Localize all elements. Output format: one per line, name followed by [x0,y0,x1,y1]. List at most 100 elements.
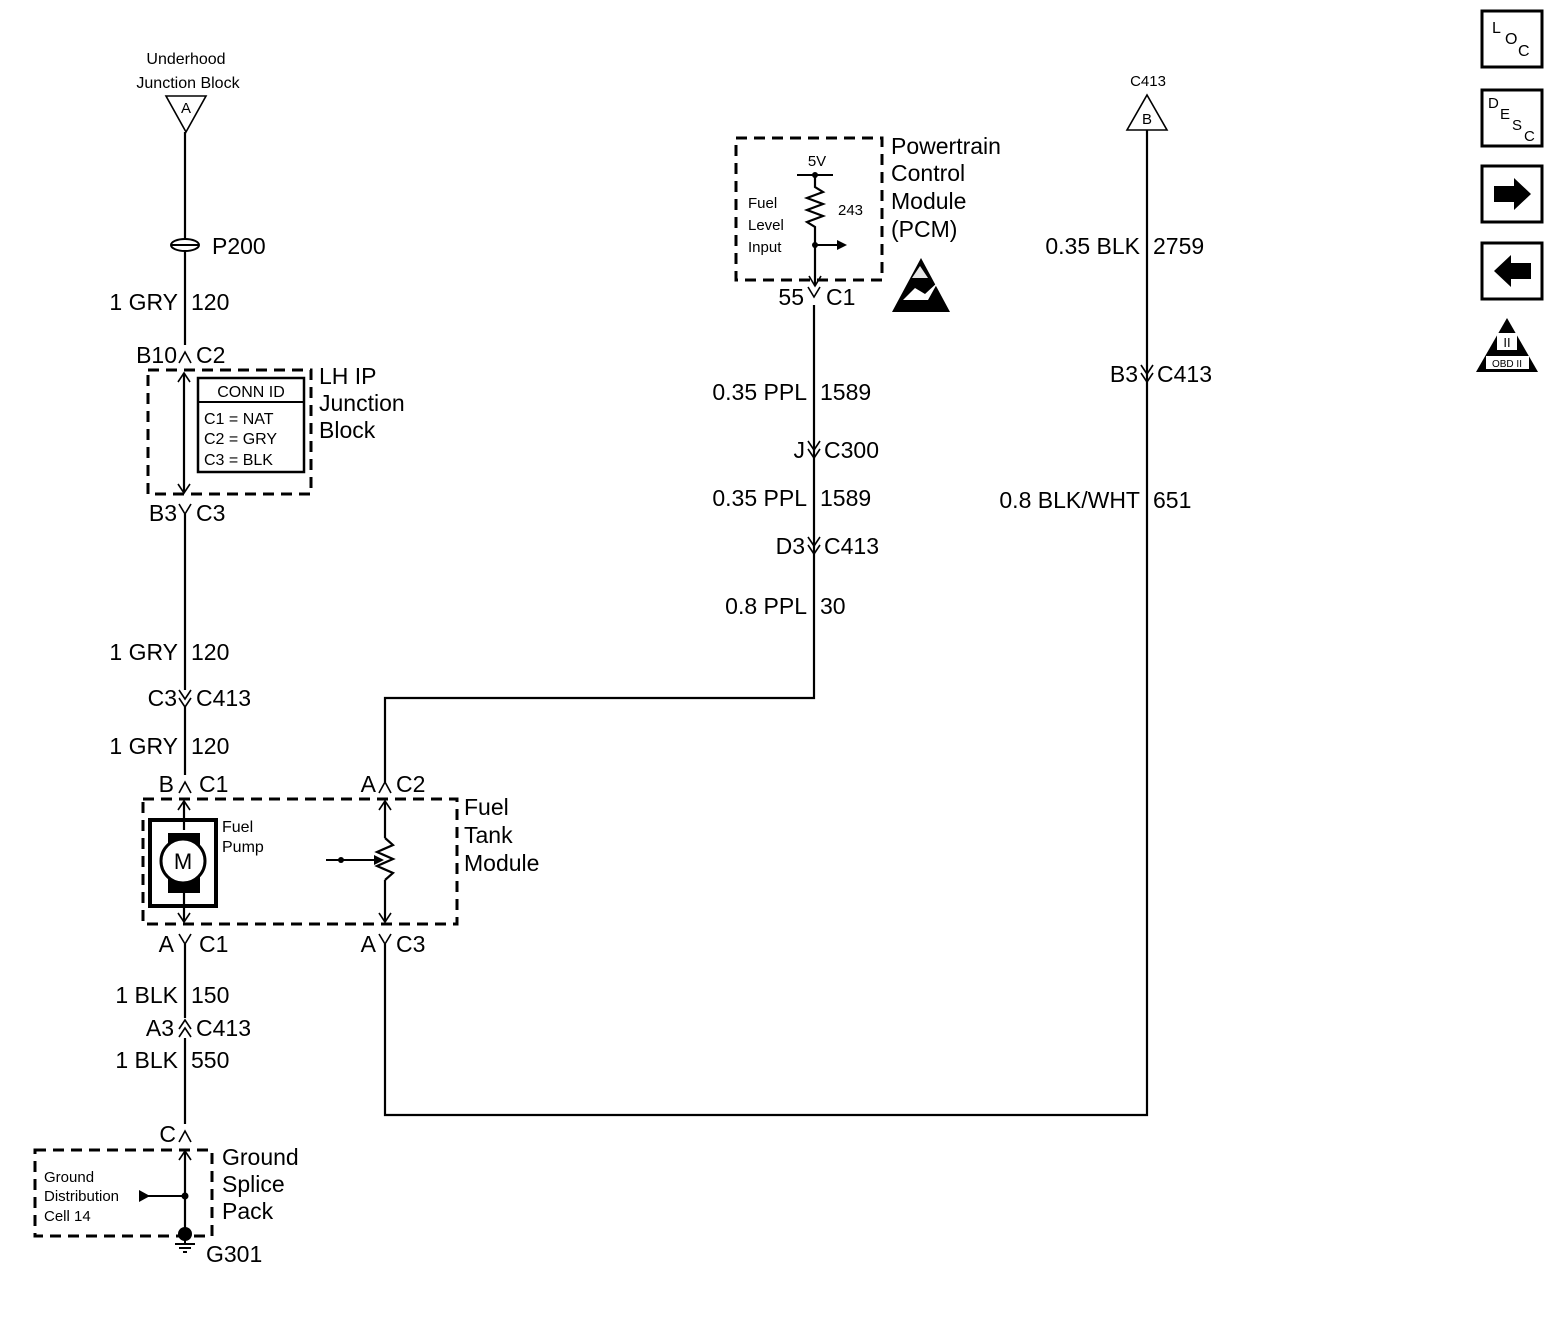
connector-name-label: C300 [824,437,879,463]
conn-id-c3: C3 = BLK [204,452,273,469]
fuel-pump-label-line2: Pump [222,839,264,856]
obd-top-text: II [1503,335,1510,350]
p200-label: P200 [212,233,266,259]
wire-circuit-label: 1589 [820,379,871,405]
wire-color-label: 0.35 BLK [1045,233,1140,259]
obd-bottom-text: OBD II [1492,359,1522,370]
lh-ip-name-line3: Block [319,417,376,443]
connector-name-label: C413 [1157,361,1212,387]
connector-b3-c413-icon [1140,364,1154,384]
wire-circuit-label: 30 [820,593,846,619]
ground-splice-name-line1: Ground [222,1144,299,1170]
connector-pin-label: C3 [148,685,177,711]
underhood-label-line2: Junction Block [136,75,240,92]
pcm-input-line2: Level [748,217,784,234]
connector-name-label: C1 [826,284,855,310]
ground-dist-line3: Cell 14 [44,1208,91,1225]
connector-pin-label: C [159,1121,176,1147]
wire-circuit-label: 1589 [820,485,871,511]
wire-color-label: 1 GRY [109,639,178,665]
conn-id-c2: C2 = GRY [204,431,277,448]
connector-pin-label: A [361,771,377,797]
wire-color-label: 1 GRY [109,733,178,759]
esd-warning-icon [892,258,950,312]
pcm-name-line3: Module [891,188,966,214]
fuel-pump-label-line1: Fuel [222,819,253,836]
connector-name-label: C2 [196,342,225,368]
underhood-triangle-icon [164,95,208,134]
desc-letter-c: C [1524,128,1535,145]
p200-connector: P200 [170,233,266,259]
connector-name-label: C1 [199,931,228,957]
loc-letter-o: O [1505,31,1517,48]
ground-splice-name-line2: Splice [222,1171,285,1197]
fuel-tank-name-line3: Module [464,850,539,876]
fuel-tank-module: M Fuel Pump Fuel Tank Module [141,794,539,926]
pcm-input-line1: Fuel [748,195,777,212]
connector-pin-label: J [794,437,806,463]
pcm-voltage-label: 5V [808,153,826,170]
desc-letter-s: S [1512,117,1522,134]
wire-circuit-label: 120 [191,733,229,759]
arrow-right-icon [1494,178,1531,210]
connector-a-c1-icon [178,933,192,946]
connector-name-label: C413 [824,533,879,559]
connector-pin-label: 55 [778,284,804,310]
lh-ip-junction-block: CONN ID C1 = NAT C2 = GRY C3 = BLK LH IP… [146,363,405,496]
wire-circuit-label: 651 [1153,487,1191,513]
conn-id-title: CONN ID [217,384,285,401]
connector-a-c3-icon [378,933,392,946]
ground-dist-line1: Ground [44,1169,94,1186]
underhood-junction-block: Underhood Junction Block A [136,51,241,134]
connector-name-label: C2 [396,771,425,797]
connector-d3-c413-icon [807,536,821,556]
pcm-name-line2: Control [891,160,965,186]
lh-ip-name-line1: LH IP [319,363,377,389]
ground-dist-line2: Distribution [44,1188,119,1205]
ground-splice-pack: Ground Distribution Cell 14 Ground Splic… [33,1144,299,1238]
wire-color-label: 0.35 PPL [712,379,807,405]
connector-pin-label: A3 [146,1015,174,1041]
desc-letter-e: E [1500,106,1510,123]
underhood-label-line1: Underhood [146,51,225,68]
desc-button[interactable]: D E S C [1480,88,1544,148]
c413-triangle-icon [1125,93,1169,131]
loc-button[interactable]: L O C [1480,9,1544,69]
next-button[interactable] [1480,164,1544,224]
wire-circuit-label: 120 [191,289,229,315]
motor-letter: M [174,849,192,874]
fuel-level-sender-icon [374,837,396,881]
wire-circuit-label: 2759 [1153,233,1204,259]
obd-ii-button[interactable]: II OBD II [1476,318,1538,372]
connector-b10-c2-icon [178,350,192,364]
connector-name-label: C3 [196,500,225,526]
back-button[interactable] [1480,241,1544,301]
connector-name-label: C413 [196,1015,251,1041]
connector-name-label: C413 [196,685,251,711]
connector-pin-label: A [159,931,175,957]
connector-a-c2-icon [378,780,392,794]
wire-circuit-label: 150 [191,982,229,1008]
wire-color-label: 1 BLK [115,1047,178,1073]
connector-pin-label: B3 [1110,361,1138,387]
connector-c3-c413-icon [178,689,192,709]
ground-g301-label: G301 [206,1241,262,1267]
c413-top-label: C413 [1130,73,1166,90]
conn-id-c1: C1 = NAT [204,411,274,428]
wire-color-label: 1 GRY [109,289,178,315]
c413-top-connector: C413 B [1125,73,1169,131]
wire-color-label: 0.8 BLK/WHT [999,487,1140,513]
connector-pin-label: B [159,771,174,797]
desc-letter-d: D [1488,95,1499,112]
fuel-tank-name-line1: Fuel [464,794,509,820]
pcm-resistor-label: 243 [838,202,863,219]
underhood-letter: A [181,100,191,117]
connector-55-c1-icon [807,286,821,299]
wire-color-label: 1 BLK [115,982,178,1008]
pcm-module: 5V 243 Fuel Level Input Powertrain Contr… [734,133,1001,288]
wire-651-2759 [383,130,1149,1117]
connector-name-label: C1 [199,771,228,797]
wire-circuit-label: 120 [191,639,229,665]
connector-pin-label: B3 [149,500,177,526]
